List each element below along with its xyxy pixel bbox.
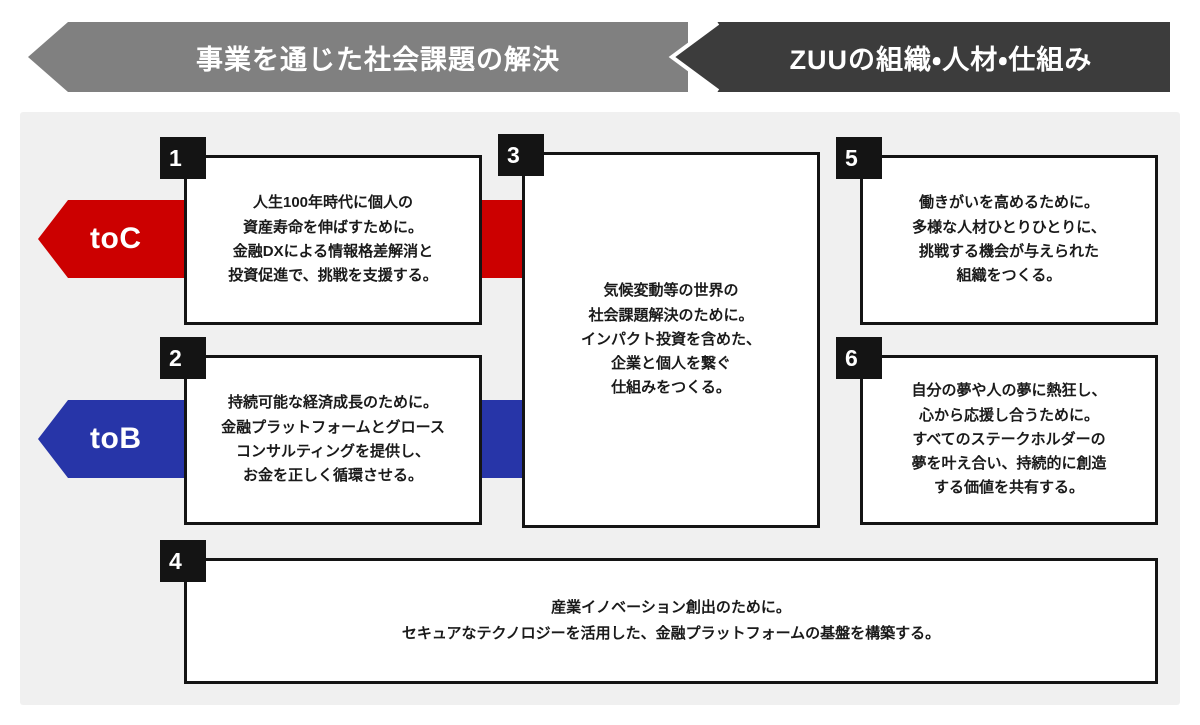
- card-number-badge-4: 4: [160, 540, 206, 582]
- card-number-badge-6: 6: [836, 337, 882, 379]
- audience-band-toc-label: toC: [90, 222, 142, 255]
- card-number-badge-1-label: 1: [169, 144, 182, 171]
- card-number-badge-2: 2: [160, 337, 206, 379]
- statement-card-4-text: 産業イノベーション創出のために。 セキュアなテクノロジーを活用した、金融プラット…: [401, 598, 941, 642]
- statement-card-5-text: 働きがいを高めるために。 多様な人材ひとりひとりに、 挑戦する機会が与えられた …: [912, 194, 1106, 285]
- card-number-badge-5-label: 5: [845, 144, 858, 171]
- statement-card-1-text: 人生100年時代に個人の 資産寿命を伸ばすために。 金融DXによる情報格差解消と…: [228, 194, 438, 285]
- statement-card-6[interactable]: 自分の夢や人の夢に熱狂し、 心から応援し合うために。 すべてのステークホルダーの…: [860, 355, 1158, 525]
- banner-right-label: ZUUの組織・人材・仕組み: [789, 44, 1093, 75]
- header-ribbon-group: 事業を通じた社会課題の解決 ZUUの組織・人材・仕組み: [0, 22, 1200, 92]
- audience-band-tob-label: toB: [90, 422, 142, 455]
- statement-card-2[interactable]: 持続可能な経済成長のために。 金融プラットフォームとグロース コンサルティングを…: [184, 355, 482, 525]
- card-number-badge-5: 5: [836, 137, 882, 179]
- banner-zuu-organization[interactable]: ZUUの組織・人材・仕組み: [672, 22, 1170, 92]
- card-number-badge-2-label: 2: [169, 344, 182, 371]
- statement-card-5[interactable]: 働きがいを高めるために。 多様な人材ひとりひとりに、 挑戦する機会が与えられた …: [860, 155, 1158, 325]
- card-number-badge-3: 3: [498, 134, 544, 176]
- banner-left-label: 事業を通じた社会課題の解決: [196, 44, 560, 75]
- statement-card-3[interactable]: 気候変動等の世界の 社会課題解決のために。 インパクト投資を含めた、 企業と個人…: [522, 152, 820, 528]
- statement-card-1[interactable]: 人生100年時代に個人の 資産寿命を伸ばすために。 金融DXによる情報格差解消と…: [184, 155, 482, 325]
- card-number-badge-1: 1: [160, 137, 206, 179]
- card-number-badge-4-label: 4: [169, 547, 182, 574]
- card-number-badge-3-label: 3: [507, 141, 520, 168]
- statement-card-2-text: 持続可能な経済成長のために。 金融プラットフォームとグロース コンサルティングを…: [221, 394, 445, 485]
- statement-card-3-text: 気候変動等の世界の 社会課題解決のために。 インパクト投資を含めた、 企業と個人…: [580, 282, 761, 397]
- statement-card-4[interactable]: 産業イノベーション創出のために。 セキュアなテクノロジーを活用した、金融プラット…: [184, 558, 1158, 684]
- card-number-badge-6-label: 6: [845, 344, 858, 371]
- banner-business-social-issues[interactable]: 事業を通じた社会課題の解決: [28, 22, 688, 92]
- statement-card-6-text: 自分の夢や人の夢に熱狂し、 心から応援し合うために。 すべてのステークホルダーの…: [911, 382, 1107, 497]
